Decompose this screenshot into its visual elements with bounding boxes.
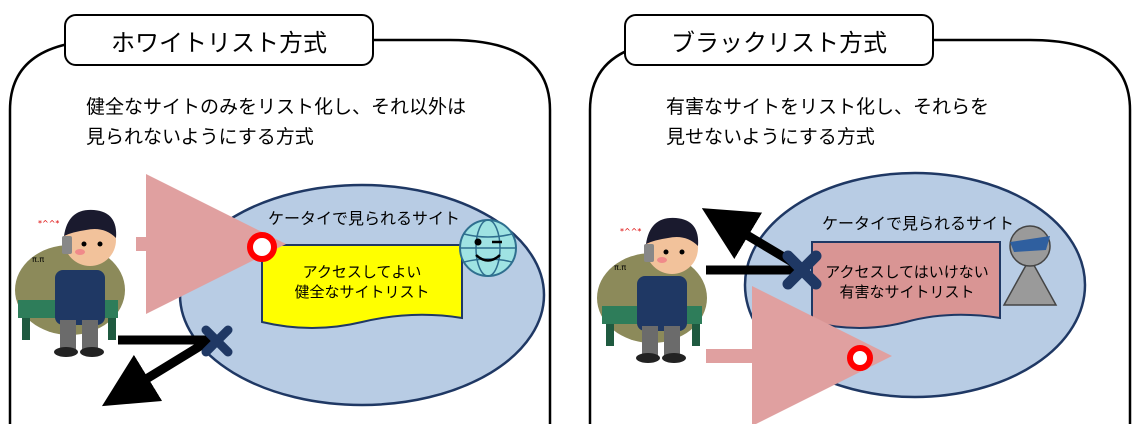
left-list-line-1: アクセスしてよい: [302, 263, 422, 281]
left-panel-description: 健全なサイトのみをリスト化し、それ以外は 見られないようにする方式: [86, 92, 466, 152]
left-oval-label: ケータイで見られるサイト: [268, 209, 461, 228]
left-description-line-1: 健全なサイトのみをリスト化し、それ以外は: [86, 96, 467, 118]
right-blocked-arrow-up: [701, 208, 795, 266]
right-list-text: アクセスしてはいけない 有害なサイトリスト: [812, 262, 1002, 302]
left-list-line-2: 健全なサイトリスト: [294, 283, 430, 301]
right-panel-title: ブラックリスト方式: [624, 14, 934, 66]
left-panel-title: ホワイトリスト方式: [64, 14, 374, 66]
left-blocked-x-mark: [201, 325, 233, 357]
left-ok-mark: [247, 232, 277, 262]
left-description-line-2: 見られないようにする方式: [86, 126, 314, 148]
svg-text:*^^*: *^^*: [38, 219, 59, 228]
smiley-globe-icon: [459, 219, 517, 277]
right-boy-with-phone-illustration: *^^* π.π: [597, 217, 707, 363]
right-panel-description: 有害なサイトをリスト化し、それらを 見せないようにする方式: [666, 92, 989, 152]
right-blocked-x-mark: [782, 250, 822, 290]
right-ok-mark: [847, 345, 873, 371]
hooded-figure-icon: [1002, 225, 1058, 306]
right-list-line-1: アクセスしてはいけない: [825, 263, 989, 281]
svg-text:π.π: π.π: [32, 255, 44, 264]
right-list-line-2: 有害なサイトリスト: [839, 283, 975, 301]
left-list-text: アクセスしてよい 健全なサイトリスト: [262, 262, 462, 302]
right-description-line-2: 見せないようにする方式: [666, 126, 875, 148]
left-boy-with-phone-illustration: *^^* π.π: [15, 209, 125, 357]
svg-text:*^^*: *^^*: [620, 227, 641, 236]
svg-text:π.π: π.π: [614, 263, 626, 272]
right-oval-label: ケータイで見られるサイト: [822, 214, 1015, 233]
left-whitelist-document: [261, 244, 463, 329]
right-description-line-1: 有害なサイトをリスト化し、それらを: [666, 96, 990, 118]
